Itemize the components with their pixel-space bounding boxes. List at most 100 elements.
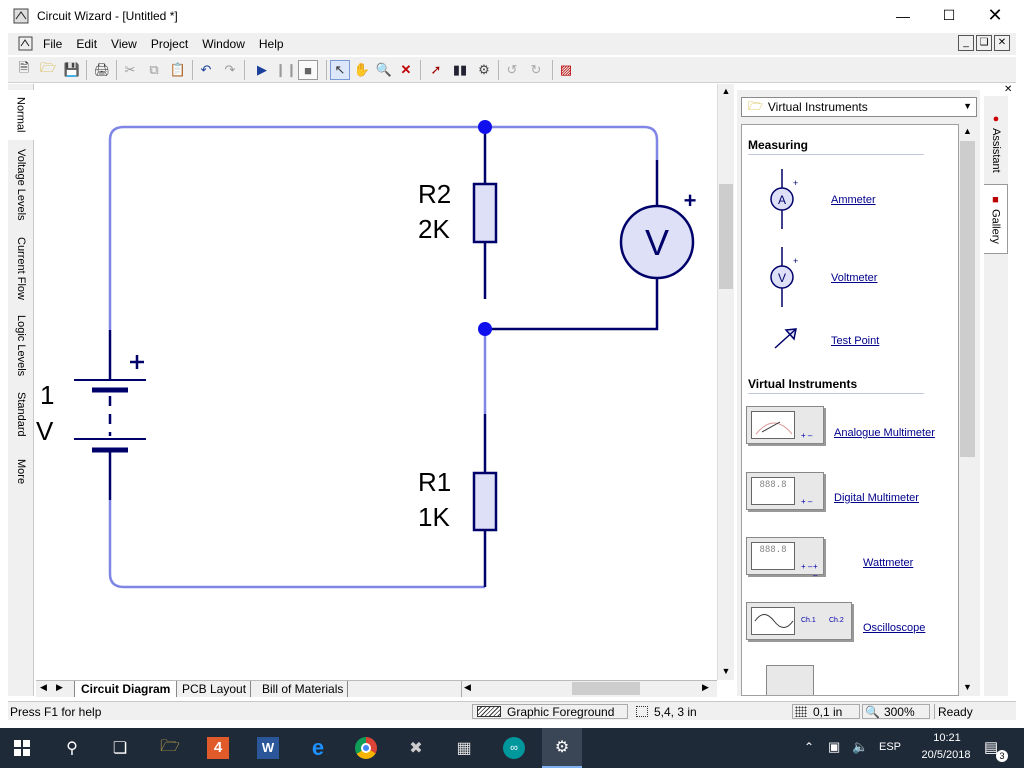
- analogue-multimeter-icon[interactable]: + –: [746, 406, 824, 444]
- tab-more[interactable]: More: [15, 459, 27, 485]
- delete-icon[interactable]: ✕: [400, 62, 412, 77]
- node-top[interactable]: [478, 120, 492, 134]
- gallery-scroll-down-icon[interactable]: ▼: [963, 682, 972, 692]
- gallery-scroll-up-icon[interactable]: ▲: [963, 126, 972, 136]
- new-file-icon[interactable]: 🗎: [18, 60, 30, 75]
- word-icon[interactable]: W: [248, 728, 288, 768]
- tools-app-icon[interactable]: ✖: [409, 740, 423, 757]
- menu-file[interactable]: File: [43, 37, 63, 51]
- wattmeter-icon[interactable]: 888.8 + – + –: [746, 537, 824, 580]
- document-icon[interactable]: [16, 35, 36, 53]
- gallery-scrollbar[interactable]: ▲ ▼: [959, 124, 976, 696]
- tab-pcb-layout[interactable]: PCB Layout: [178, 681, 252, 697]
- rotate-left-icon[interactable]: ↺: [506, 62, 518, 77]
- menu-project[interactable]: Project: [150, 37, 189, 51]
- scroll-thumb[interactable]: [719, 184, 733, 289]
- tab-logic-levels[interactable]: Logic Levels: [15, 315, 27, 377]
- analogue-multimeter-link[interactable]: Analogue Multimeter: [834, 427, 935, 439]
- network-icon[interactable]: ▣: [828, 739, 841, 754]
- scroll-down-arrow-icon[interactable]: ▼: [721, 666, 731, 676]
- print-icon[interactable]: 🖨: [93, 62, 111, 77]
- circuit-canvas[interactable]: V + R2 2K R1 1K 1 V: [36, 84, 717, 680]
- circuit-diagram[interactable]: V + R2 2K R1 1K 1 V: [36, 84, 717, 680]
- tab-scroll-right-icon[interactable]: ▶: [56, 682, 63, 692]
- undo-icon[interactable]: ↶: [200, 62, 212, 77]
- ammeter-icon[interactable]: A +: [768, 169, 798, 229]
- chrome-icon[interactable]: [346, 728, 386, 768]
- hscroll-left-arrow-icon[interactable]: ◀: [464, 682, 471, 692]
- tab-voltage-levels[interactable]: Voltage Levels: [15, 149, 27, 221]
- app-4-icon[interactable]: 4: [198, 728, 238, 768]
- minimize-button[interactable]: —: [896, 7, 910, 24]
- search-icon[interactable]: ⚲: [66, 740, 78, 757]
- wattmeter-link[interactable]: Wattmeter: [863, 557, 914, 569]
- save-icon[interactable]: 💾: [63, 62, 81, 77]
- menu-view[interactable]: View: [111, 37, 137, 51]
- copy-icon[interactable]: ⧉: [149, 62, 159, 77]
- voltmeter[interactable]: [619, 204, 695, 280]
- stop-icon[interactable]: ■: [298, 60, 318, 80]
- tab-scroll-left-icon[interactable]: ◀: [40, 682, 47, 692]
- r1-resistor[interactable]: [472, 471, 498, 532]
- graph-icon[interactable]: ▮▮: [452, 62, 468, 77]
- language-indicator[interactable]: ESP: [879, 741, 902, 753]
- digital-multimeter-icon[interactable]: 888.8 + –: [746, 472, 824, 510]
- clock-time[interactable]: 10:21: [933, 732, 961, 744]
- notifications-icon[interactable]: ▤: [984, 739, 999, 756]
- hscroll-thumb[interactable]: [572, 682, 640, 695]
- voltmeter-link[interactable]: Voltmeter: [831, 272, 878, 284]
- tab-circuit-diagram[interactable]: Circuit Diagram: [74, 681, 178, 697]
- rotate-right-icon[interactable]: ↻: [530, 62, 542, 77]
- oscilloscope-icon[interactable]: Ch.1 Ch.2: [746, 602, 852, 640]
- cut-icon[interactable]: ✂: [124, 62, 136, 77]
- tab-standard[interactable]: Standard: [15, 391, 27, 437]
- probe-icon[interactable]: ➚: [430, 62, 442, 77]
- close-button[interactable]: ✕: [987, 5, 1003, 25]
- paste-icon[interactable]: 📋: [169, 62, 187, 77]
- node-middle[interactable]: [478, 322, 492, 336]
- canvas-horizontal-scrollbar[interactable]: ◀ ▶: [461, 681, 717, 697]
- pause-icon[interactable]: ❙❙: [275, 62, 297, 77]
- grid-indicator[interactable]: 0,1 in: [792, 704, 860, 719]
- scroll-up-arrow-icon[interactable]: ▲: [721, 86, 731, 96]
- maximize-button[interactable]: ☐: [942, 7, 956, 23]
- r2-resistor[interactable]: [472, 182, 498, 244]
- oscilloscope-link[interactable]: Oscilloscope: [863, 622, 926, 634]
- tab-assistant[interactable]: ● Assistant: [990, 113, 1002, 173]
- menu-help[interactable]: Help: [258, 37, 284, 51]
- redo-icon[interactable]: ↷: [224, 62, 236, 77]
- tab-current-flow[interactable]: Current Flow: [15, 236, 27, 300]
- tab-gallery[interactable]: ■ Gallery: [984, 184, 1008, 254]
- clock-date[interactable]: 20/5/2018: [921, 749, 971, 761]
- open-folder-icon[interactable]: 🗁: [39, 60, 57, 75]
- ammeter-link[interactable]: Ammeter: [831, 194, 876, 206]
- gallery-category-select[interactable]: 🗁 Virtual Instruments ▼: [741, 97, 977, 117]
- tab-bill-of-materials[interactable]: Bill of Materials: [258, 681, 349, 697]
- canvas-vertical-scrollbar[interactable]: ▲ ▼: [717, 84, 734, 680]
- select-pointer-icon[interactable]: ↖: [330, 60, 350, 80]
- panel-close-icon[interactable]: ✕: [1004, 84, 1013, 95]
- test-point-link[interactable]: Test Point: [831, 335, 880, 347]
- menu-edit[interactable]: Edit: [76, 37, 98, 51]
- doc-restore-button[interactable]: ❏: [976, 35, 992, 51]
- start-windows-icon[interactable]: [2, 728, 42, 768]
- layer-indicator[interactable]: Graphic Foreground: [472, 704, 628, 719]
- menu-window[interactable]: Window: [202, 37, 245, 51]
- task-view-icon[interactable]: ❏: [112, 740, 128, 757]
- calculator-icon[interactable]: ▦: [456, 740, 472, 757]
- components-icon[interactable]: ⚙: [478, 62, 490, 77]
- gallery-scroll-thumb[interactable]: [960, 141, 975, 457]
- digital-multimeter-link[interactable]: Digital Multimeter: [834, 492, 919, 504]
- run-icon[interactable]: ▶: [257, 62, 267, 77]
- chevron-down-icon[interactable]: ▼: [963, 101, 972, 111]
- tray-chevron-up-icon[interactable]: ⌃: [804, 740, 815, 754]
- pan-hand-icon[interactable]: ✋: [353, 62, 371, 77]
- zoom-indicator[interactable]: 🔍 300%: [862, 704, 930, 719]
- volume-icon[interactable]: 🔈: [852, 739, 869, 754]
- circuit-wizard-taskbar-icon[interactable]: ⚙: [542, 728, 582, 768]
- test-point-icon[interactable]: [772, 325, 802, 351]
- edge-browser-icon[interactable]: e: [311, 735, 325, 760]
- doc-minimize-button[interactable]: _: [958, 35, 974, 51]
- arduino-icon[interactable]: ∞: [494, 728, 534, 768]
- logic-analyser-icon[interactable]: [766, 665, 814, 695]
